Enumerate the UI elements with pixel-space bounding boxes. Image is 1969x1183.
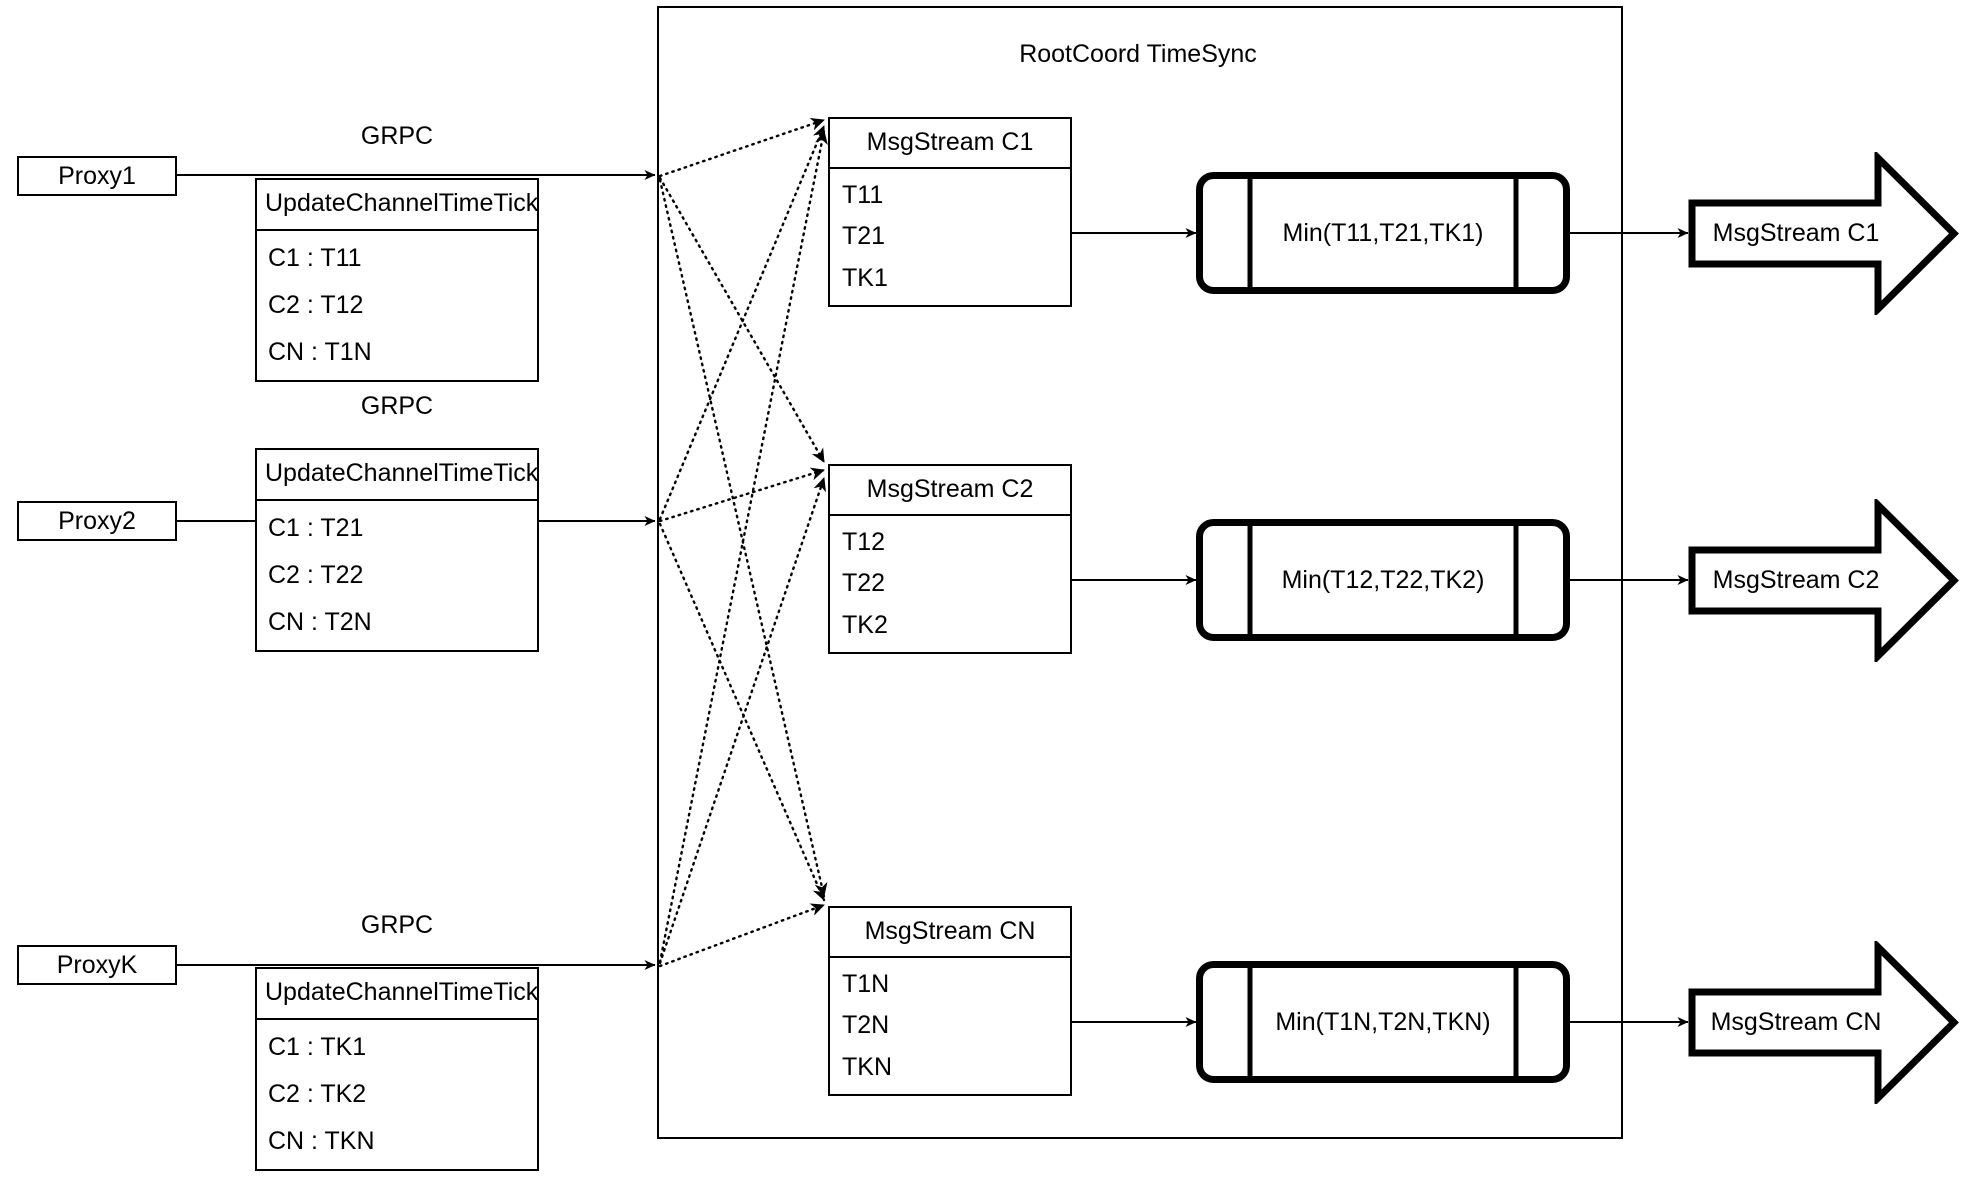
msgstream-title-2: MsgStream C2 xyxy=(830,466,1070,516)
min-process-shape-3 xyxy=(1196,961,1570,1083)
msgstream-body-2: T12 T22 TK2 xyxy=(830,516,1070,652)
min-process-3: Min(T1N,T2N,TKN) xyxy=(1196,961,1570,1083)
msgstream-title-1: MsgStream C1 xyxy=(830,119,1070,169)
min-process-shape-1 xyxy=(1196,172,1570,294)
tick-table-title-1: UpdateChannelTimeTick xyxy=(257,180,538,231)
block-arrow-shape-1 xyxy=(1688,149,1959,318)
proxy-label-1: Proxy1 xyxy=(58,161,136,190)
grpc-label-3: GRPC xyxy=(360,911,434,939)
min-process-2: Min(T12,T22,TK2) xyxy=(1196,519,1570,641)
msgstream-row: T2N xyxy=(842,1011,890,1040)
proxy-box-3[interactable]: ProxyK xyxy=(17,945,177,985)
container-title: RootCoord TimeSync xyxy=(1019,40,1257,68)
tick-row: C1 : T11 xyxy=(268,244,362,272)
msgstream-row: T22 xyxy=(842,569,886,598)
msgstream-table-1: MsgStream C1 T11 T21 TK1 xyxy=(828,117,1072,307)
msgstream-table-2: MsgStream C2 T12 T22 TK2 xyxy=(828,464,1072,654)
msgstream-row: TKN xyxy=(842,1052,892,1081)
tick-row: C1 : TK1 xyxy=(268,1033,367,1061)
tick-row: CN : T1N xyxy=(268,338,372,366)
grpc-label-2: GRPC xyxy=(360,392,434,420)
msgstream-body-3: T1N T2N TKN xyxy=(830,958,1070,1094)
msgstream-row: T1N xyxy=(842,970,890,999)
update-channel-timetick-table-3: UpdateChannelTimeTick C1 : TK1 C2 : TK2 … xyxy=(255,967,539,1171)
block-arrow-shape-3 xyxy=(1688,938,1959,1107)
rootcoord-timesync-container xyxy=(657,6,1623,1139)
proxy-box-1[interactable]: Proxy1 xyxy=(17,156,177,196)
update-channel-timetick-table-1: UpdateChannelTimeTick C1 : T11 C2 : T12 … xyxy=(255,178,539,382)
tick-row: C2 : T12 xyxy=(268,291,364,319)
tick-table-title-2: UpdateChannelTimeTick xyxy=(257,450,538,501)
tick-row: CN : TKN xyxy=(268,1127,375,1155)
tick-table-title-3: UpdateChannelTimeTick xyxy=(257,969,538,1020)
tick-table-body-2: C1 : T21 C2 : T22 CN : T2N xyxy=(257,501,537,650)
tick-table-body-3: C1 : TK1 C2 : TK2 CN : TKN xyxy=(257,1020,537,1169)
msgstream-row: T12 xyxy=(842,528,886,557)
msgstream-row: T21 xyxy=(842,222,886,251)
grpc-label-1: GRPC xyxy=(360,122,434,150)
msgstream-table-3: MsgStream CN T1N T2N TKN xyxy=(828,906,1072,1096)
msgstream-row: TK1 xyxy=(842,263,888,292)
tick-row: C2 : TK2 xyxy=(268,1080,367,1108)
update-channel-timetick-table-2: UpdateChannelTimeTick C1 : T21 C2 : T22 … xyxy=(255,448,539,652)
min-process-1: Min(T11,T21,TK1) xyxy=(1196,172,1570,294)
output-block-arrow-1: MsgStream C1 xyxy=(1688,149,1960,318)
output-block-arrow-2: MsgStream C2 xyxy=(1688,496,1960,665)
proxy-label-3: ProxyK xyxy=(56,950,138,979)
msgstream-title-3: MsgStream CN xyxy=(830,908,1070,958)
tick-table-body-1: C1 : T11 C2 : T12 CN : T1N xyxy=(257,231,537,380)
tick-row: C1 : T21 xyxy=(268,514,364,542)
block-arrow-shape-2 xyxy=(1688,496,1959,665)
msgstream-body-1: T11 T21 TK1 xyxy=(830,169,1070,305)
msgstream-row: TK2 xyxy=(842,610,888,639)
tick-row: C2 : T22 xyxy=(268,561,364,589)
proxy-label-2: Proxy2 xyxy=(58,506,136,535)
proxy-box-2[interactable]: Proxy2 xyxy=(17,501,177,541)
min-process-shape-2 xyxy=(1196,519,1570,641)
tick-row: CN : T2N xyxy=(268,608,372,636)
output-block-arrow-3: MsgStream CN xyxy=(1688,938,1960,1107)
msgstream-row: T11 xyxy=(842,181,884,210)
